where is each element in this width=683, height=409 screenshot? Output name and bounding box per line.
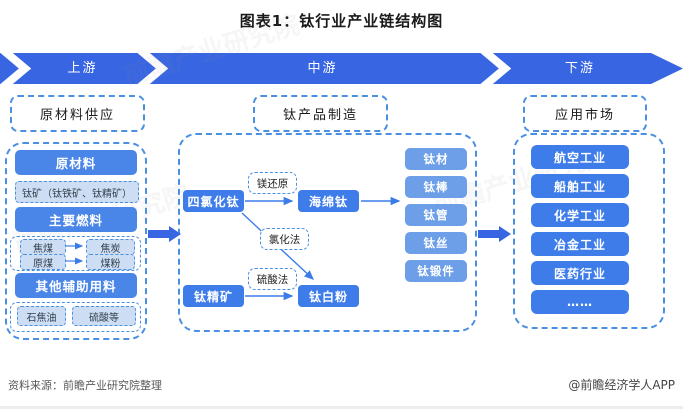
chain-banner-ribbon bbox=[0, 53, 683, 84]
node-chemical-industry: 化学工业 bbox=[531, 203, 629, 227]
node-titanium-tetrachloride: 四氯化钛 bbox=[183, 190, 244, 212]
node-pharma-industry: 医药行业 bbox=[531, 261, 629, 285]
upstream-header: 原材料供应 bbox=[10, 95, 145, 132]
upstream-header-label: 原材料供应 bbox=[39, 108, 115, 123]
midstream-header: 钛产品制造 bbox=[253, 95, 388, 132]
process-mg-reduction: 镁还原 bbox=[248, 172, 297, 194]
node-titanium-dioxide: 钛白粉 bbox=[298, 285, 359, 307]
downstream-header: 应用市场 bbox=[523, 95, 647, 132]
node-coke: 焦炭 bbox=[86, 239, 135, 255]
fuel-subcontainer bbox=[10, 236, 141, 271]
node-shipbuilding-industry: 船舶工业 bbox=[531, 174, 629, 198]
node-titanium-tube: 钛管 bbox=[405, 204, 467, 226]
process-sulfate: 硫酸法 bbox=[248, 268, 297, 290]
node-titanium-material: 钛材 bbox=[405, 148, 467, 170]
node-coal-powder: 煤粉 bbox=[86, 254, 135, 270]
banner-segment-downstream: 下游 bbox=[564, 61, 595, 76]
credit-note: @前瞻经济学人APP bbox=[568, 378, 675, 392]
arrow-midstream-to-downstream-head bbox=[499, 226, 511, 242]
node-sponge-titanium: 海绵钛 bbox=[298, 190, 359, 212]
banner-segment-upstream: 上游 bbox=[67, 61, 98, 76]
upstream-container bbox=[5, 142, 147, 340]
node-metallurgy-industry: 冶金工业 bbox=[531, 232, 629, 256]
arrow-midstream-to-downstream bbox=[478, 230, 499, 238]
source-note: 资料来源：前瞻产业研究院整理 bbox=[8, 379, 162, 392]
node-raw-materials: 原材料 bbox=[15, 150, 137, 175]
node-titanium-wire: 钛丝 bbox=[405, 232, 467, 254]
bottom-divider bbox=[0, 406, 683, 409]
downstream-header-label: 应用市场 bbox=[554, 108, 615, 123]
node-titanium-forging: 钛锻件 bbox=[405, 260, 467, 282]
banner-segment-midstream: 中游 bbox=[307, 61, 338, 76]
arrow-upstream-to-midstream-head bbox=[169, 226, 181, 242]
aux-subcontainer bbox=[10, 302, 141, 332]
node-titanium-rod: 钛棒 bbox=[405, 176, 467, 198]
arrow-upstream-to-midstream bbox=[148, 230, 169, 238]
node-sulfuric-acid: 硫酸等 bbox=[72, 306, 136, 326]
downstream-container bbox=[513, 133, 665, 329]
node-other-markets: …… bbox=[531, 290, 629, 314]
node-aviation-industry: 航空工业 bbox=[531, 145, 629, 169]
midstream-header-label: 钛产品制造 bbox=[282, 108, 358, 123]
node-coking-coal: 焦煤 bbox=[20, 239, 66, 255]
node-main-fuel: 主要燃料 bbox=[15, 207, 137, 232]
node-raw-coal: 原煤 bbox=[20, 254, 66, 270]
page-title: 图表1：钛行业产业链结构图 bbox=[239, 12, 444, 30]
node-other-auxiliary: 其他辅助用料 bbox=[15, 273, 137, 298]
process-chloride: 氯化法 bbox=[260, 228, 309, 250]
node-titanium-ore: 钛矿（钛铁矿、钛精矿） bbox=[15, 181, 139, 203]
node-titanium-concentrate: 钛精矿 bbox=[183, 285, 244, 307]
node-coal-tar: 石焦油 bbox=[17, 306, 66, 326]
